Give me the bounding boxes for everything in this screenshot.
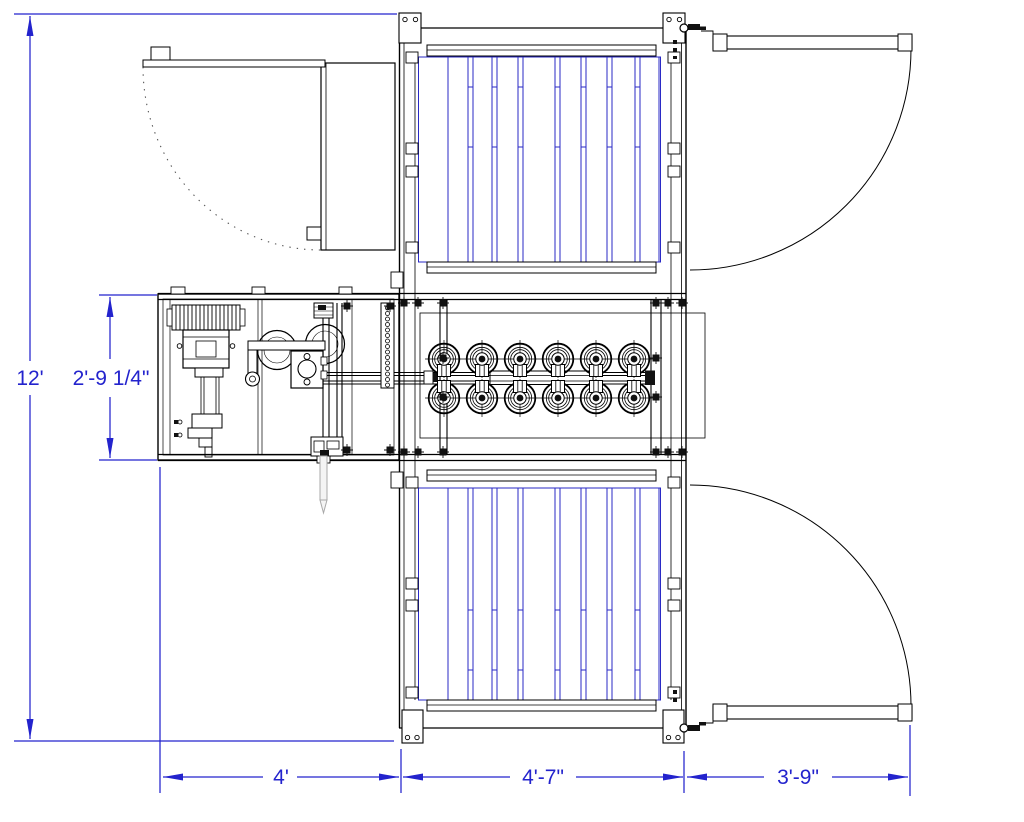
center-roller-section [158,292,706,462]
extension-lines [14,13,397,742]
door-swing-arc-dotted [142,66,322,251]
door-swing-arc [689,484,912,707]
dimension-label-drive-module-width: 4' [273,766,289,789]
drive-module [157,286,400,515]
door-open-panel [142,59,326,68]
bottom-conveyor-tail-bar [426,699,657,712]
dimension-overall-height: 12' [14,13,397,742]
door-panel [712,705,913,720]
hanging-probe [319,455,328,515]
dimension-roller-section-width: 4'-7" [403,751,685,793]
dimension-label-overall-height: 12' [16,367,43,390]
dimension-label-roller-section-width: 4'-7" [522,766,564,789]
top-left-access-door [142,46,396,251]
door-hinge-pin [679,723,689,733]
top-left-corner-bracket [398,12,422,44]
bottom-belt-conveyor [390,469,685,744]
bottom-right-door [679,484,913,733]
door-handle [150,46,171,61]
bottom-belt-slats [418,487,661,701]
door-swing-arc [689,48,912,271]
dimension-label-drive-module-depth: 2'-9 1/4" [73,367,150,390]
machine-outer-rails [398,27,687,729]
extension-lines [159,467,402,793]
gear-motor [166,304,246,414]
top-conveyor-tail-bar [426,261,657,274]
valve-block [290,350,328,389]
dimension-drive-module-depth: 2'-9 1/4" [73,294,157,461]
dimension-drive-module-width: 4' [159,467,402,793]
bottom-left-foot-bracket [401,709,424,744]
dimension-label-door-swing-width: 3'-9" [777,766,819,789]
top-right-door [679,23,913,271]
door-latch [306,226,322,241]
door-panel [712,35,913,50]
top-conveyor-head-bar [426,44,657,57]
top-belt-conveyor [390,12,686,289]
door-cabinet [320,62,396,251]
door-hinge-pin [679,23,689,33]
top-belt-slats [418,56,661,263]
bottom-conveyor-head-bar [426,469,657,482]
chain-rack [380,302,395,389]
lower-valve-assembly [174,413,223,458]
extension-lines [99,294,157,461]
roller-section-posts [439,300,662,455]
dimension-door-swing-width: 3'-9" [687,725,911,796]
